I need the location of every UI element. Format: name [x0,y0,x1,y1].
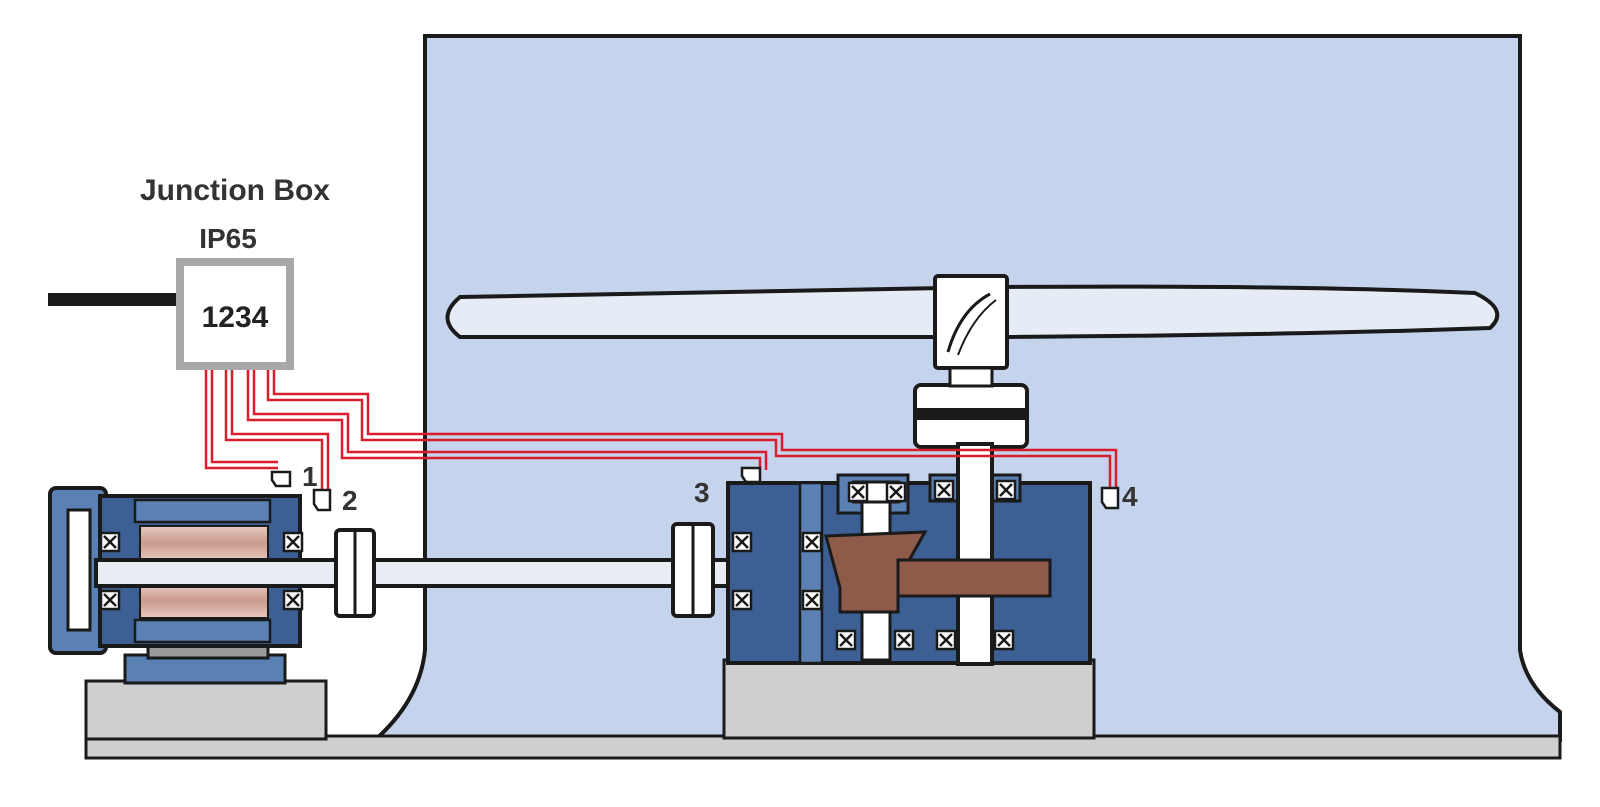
motor-plinth [84,679,328,741]
sensor-3 [740,466,762,484]
impeller-hub [933,274,1009,370]
gearbox-plinth [722,658,1096,740]
junction-box-title: Junction Box [140,174,330,207]
sensor-4 [1100,486,1120,510]
sensor-1 [270,470,292,488]
junction-box-rating: IP65 [199,223,257,254]
power-cable [48,293,183,306]
sensor-2 [312,488,332,512]
sensor-label-1: 1 [302,461,318,492]
gearbox [726,442,1092,666]
junction-box-terminals: 1234 [202,301,269,334]
sensor-cables [204,370,1118,490]
vertical-coupling [913,366,1029,449]
motor [48,486,304,685]
sensor-label-2: 2 [342,485,358,516]
sensor-label-3: 3 [694,477,710,508]
junction-box [176,258,294,370]
drive-shaft [94,558,828,588]
sensor-label-4: 4 [1122,481,1138,512]
